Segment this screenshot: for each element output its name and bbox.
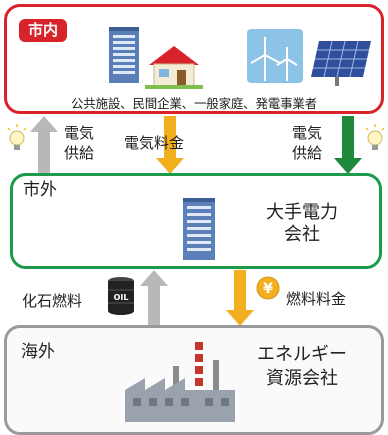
oil-label: OIL (114, 293, 129, 302)
light-bulb-icon (7, 124, 27, 150)
yen-coin-icon: ¥ (256, 276, 280, 300)
oil-drum-icon: OIL (108, 277, 134, 315)
solar-panel-icon (311, 40, 371, 86)
outside-box: 市外 大手電力 会社 (10, 173, 382, 269)
yen-label: ¥ (263, 281, 273, 297)
wind-turbine-icon (247, 29, 303, 83)
supply-arrow-down (334, 116, 362, 174)
city-tag: 市内 (19, 19, 68, 42)
fossil-fuel-arrow-up (140, 270, 168, 326)
outside-company-line2: 会社 (284, 224, 320, 245)
light-bulb-icon (365, 124, 385, 150)
overseas-company-line2: 資源会社 (266, 368, 338, 389)
city-box: 市内 (4, 4, 384, 114)
electricity-fee-arrow-down (156, 116, 184, 174)
city-caption: 公共施設、民間企業、一般家庭、発電事業者 (70, 96, 317, 111)
supply-left-line1: 電気 (64, 124, 95, 142)
overseas-label: 海外 (21, 342, 55, 362)
fuel-fee-arrow-down (226, 270, 254, 326)
supply-right-line1: 電気 (292, 124, 323, 142)
overseas-company-line1: エネルギー (257, 344, 347, 365)
house-icon (145, 46, 203, 89)
overseas-box: 海外 エネルギー 資源会社 (4, 325, 384, 435)
supply-left-line2: 供給 (64, 144, 95, 162)
supply-right-line2: 供給 (292, 144, 323, 162)
electricity-fee-label: 電気料金 (124, 134, 185, 152)
outside-company-line1: 大手電力 (266, 202, 338, 223)
factory-icon (125, 342, 235, 422)
fossil-fuel-label: 化石燃料 (22, 292, 83, 310)
office-building-icon (183, 198, 215, 260)
fuel-fee-label: 燃料料金 (286, 290, 347, 308)
supply-arrow-up (30, 116, 58, 174)
office-building-icon (109, 27, 139, 83)
outside-label: 市外 (23, 180, 57, 200)
